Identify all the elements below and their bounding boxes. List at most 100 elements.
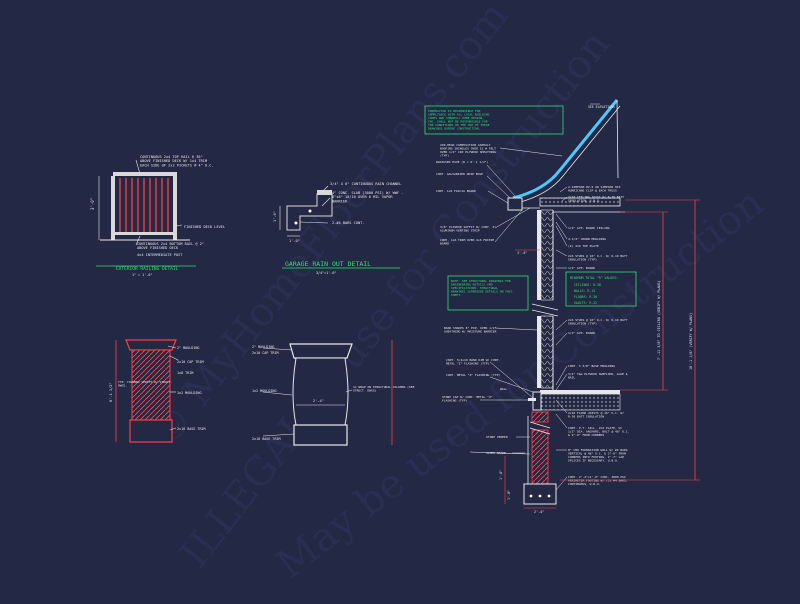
total-dim: 10'-1 1/8" (VERIFY W/ PLANS) [689, 313, 693, 370]
column-right-note-2: 2x10 CAP TRIM [252, 351, 279, 355]
wall-note-stone-cap: STONE CAP W/ CONT. METAL "Z"FLASHING (TY… [442, 395, 493, 402]
top-rail [113, 172, 177, 176]
wall-note-eave: RADIUSED EAVE (R = 6'-1 1/2") [436, 160, 489, 164]
garage-title: GARAGE RAIN OUT DETAIL [285, 260, 371, 268]
railing-note-post: 4x4 INTERMEDIATE POST [137, 253, 183, 257]
rain-channel [317, 190, 332, 195]
garage-detail: 3/4" X 6" CONTINUOUS RAIN CHANNEL 4" CON… [273, 182, 403, 275]
wall-note-sill: CONT. P.T. SILL, 2x6 PLATE, W/1/2" DIA. … [568, 426, 630, 437]
column-right-dim: 2'-4" [313, 399, 324, 403]
rvalue-vaults: VAULTS: R-22 [574, 301, 597, 305]
wall-note-gyp-upper: 1/2" GYP. BOARD [568, 266, 595, 270]
elevation-tag: SEE ELEVATIONS [588, 105, 615, 109]
wall-note-band-rim: CONT. 5/4x10 BAND RIM W/ CONT.METAL "Z" … [446, 358, 500, 365]
column-left-shaft [131, 349, 171, 421]
floor-joists [539, 393, 621, 411]
garage-note-3: 2-#4 BARS CONT. [332, 221, 364, 225]
railing-scale: 1" = 1'-0" [132, 273, 152, 277]
railing-note-bottom: CONTINUOUS 2x4 BOTTOM RAIL @ 2"ABOVE FIN… [137, 242, 204, 250]
rvalues-box [565, 271, 637, 307]
railing-note-top: CONTINUOUS 2x4 TOP RAIL @ 36"ABOVE FINIS… [140, 155, 214, 167]
wall-note-floor-joists: 2x10 FLOOR JOISTS @ 16" O.C. W/R-30 BATT… [568, 411, 624, 418]
right-post [173, 176, 177, 240]
garage-note-2: 4" CONC. SLAB (3000 PSI) W/ WWF -6"x6" 1… [332, 191, 403, 203]
garage-dim-bottom: 1'-0" [289, 239, 300, 243]
column-right-base [293, 424, 348, 446]
column-left-note-5: 2x10 BASE TRIM [177, 427, 206, 431]
wall-note-subfloor: 3/4" T&G PLYWOOD SUBFLOOR, GLUE &NAIL [568, 372, 628, 379]
railing-detail: CONTINUOUS 2x4 TOP RAIL @ 36"ABOVE FINIS… [90, 155, 225, 277]
column-left-verify-note: TYP. COLUMNS VERIFY W/ STRUCT.DWGS. [118, 380, 172, 387]
garage-scale: 3/4"=1'-0" [316, 271, 336, 275]
roof-sheathing [516, 105, 621, 204]
bottom-rail [113, 232, 177, 235]
footing-depth-dim: 1'-0" [507, 490, 511, 500]
lower-stud-wall [540, 315, 554, 389]
column-left-cap [125, 339, 177, 351]
left-post [111, 176, 115, 240]
garage-note-1: 3/4" X 6" CONTINUOUS RAIN CHANNEL [330, 182, 401, 186]
wall-note-gyp-lower: 1/2" GYP. BOARD [568, 331, 595, 335]
column-right-detail: 2" MOULDING 2x10 CAP TRIM 1x2 MOULDING 2… [252, 340, 415, 446]
wall-note-flashing: CONT. METAL "Z" FLASHING (TYP) [446, 373, 500, 377]
column-left-detail: 2" MOULDING 2x10 CAP TRIM 1x8 TRIM 1x2 M… [109, 339, 206, 443]
rebar-1 [294, 221, 298, 225]
wall-note-slope-grade: SLOPE GRADE [486, 451, 506, 455]
garage-dim-left: 1'-0" [273, 211, 277, 222]
column-left-note-1: 2" MOULDING [177, 346, 199, 350]
rvalue-floors: FLOORS: R-30 [574, 295, 597, 299]
footing [523, 483, 557, 505]
wall-note-soffit: 3/8" PLYWOOD SOFFIT W/ CONT. 2"ALUMINUM … [440, 225, 496, 232]
upper-sheathing [537, 210, 541, 300]
wall-note-gyp-ceiling: 1/2" GYP. BOARD CEILING [568, 226, 610, 230]
ceiling-dim: 7'-11 3/8" TO CEILING (VERIFY W/ PLANS) [657, 280, 661, 360]
wall-note-stone-veneer: STONE VENEER [486, 435, 508, 439]
rebar-2 [308, 209, 312, 213]
lower-sheathing [537, 316, 541, 388]
railing-note-right: FINISHED DECK LEVEL [184, 225, 225, 229]
pickets [119, 178, 169, 232]
stone-cap [528, 398, 536, 401]
wall-note-siding: BARK SHAKES 8" EXP. OVER 1/2"SHEATHING W… [444, 326, 497, 333]
contractor-note-box [424, 105, 564, 135]
rvalues-title: MINIMUM TOTAL "R" VALUES: [570, 276, 618, 280]
column-left-note-2: 2x10 CAP TRIM [177, 360, 204, 364]
rvalue-ceilings: CEILINGS: R-38 [574, 283, 601, 287]
upper-stud-wall [540, 209, 554, 301]
wall-note-top-plate: (2) 2x6 TOP PLATE [568, 244, 599, 248]
footing-width-dim: 2'-4" [534, 510, 544, 514]
column-right-cap [289, 343, 353, 359]
structural-note-box [447, 275, 529, 311]
column-left-dim: 8'-1 1/2" [109, 383, 113, 402]
wall-note-fascia: CONT. 1x6 FASCIA BOARD [436, 189, 476, 193]
column-right-shaft [292, 357, 349, 426]
railing-dim-height: 3'-0" [90, 198, 95, 210]
column-left-note-3: 1x8 TRIM [177, 371, 193, 375]
wall-label: WALL [500, 387, 507, 391]
column-right-note-3: 1x2 MOULDING [252, 389, 277, 393]
frost-dim: 1'-6" [499, 470, 503, 480]
railing-title: EXTERIOR RAILING DETAIL [116, 266, 179, 272]
truss-line [616, 99, 619, 179]
column-right-note-4: 2x10 BASE TRIM [252, 437, 281, 441]
ceiling-insulation [539, 197, 621, 207]
column-right-note-1: 2" MOULDING [252, 345, 274, 349]
wall-note-crown: 4-3/4" CROWN MOULDING [568, 237, 606, 241]
grade-line [469, 451, 531, 455]
column-left-note-4: 1x2 MOULDING [177, 391, 202, 395]
wall-note-base-moulding: CONT. 5 5/8" BASE MOULDING [568, 364, 615, 368]
sill-plate [531, 411, 549, 423]
